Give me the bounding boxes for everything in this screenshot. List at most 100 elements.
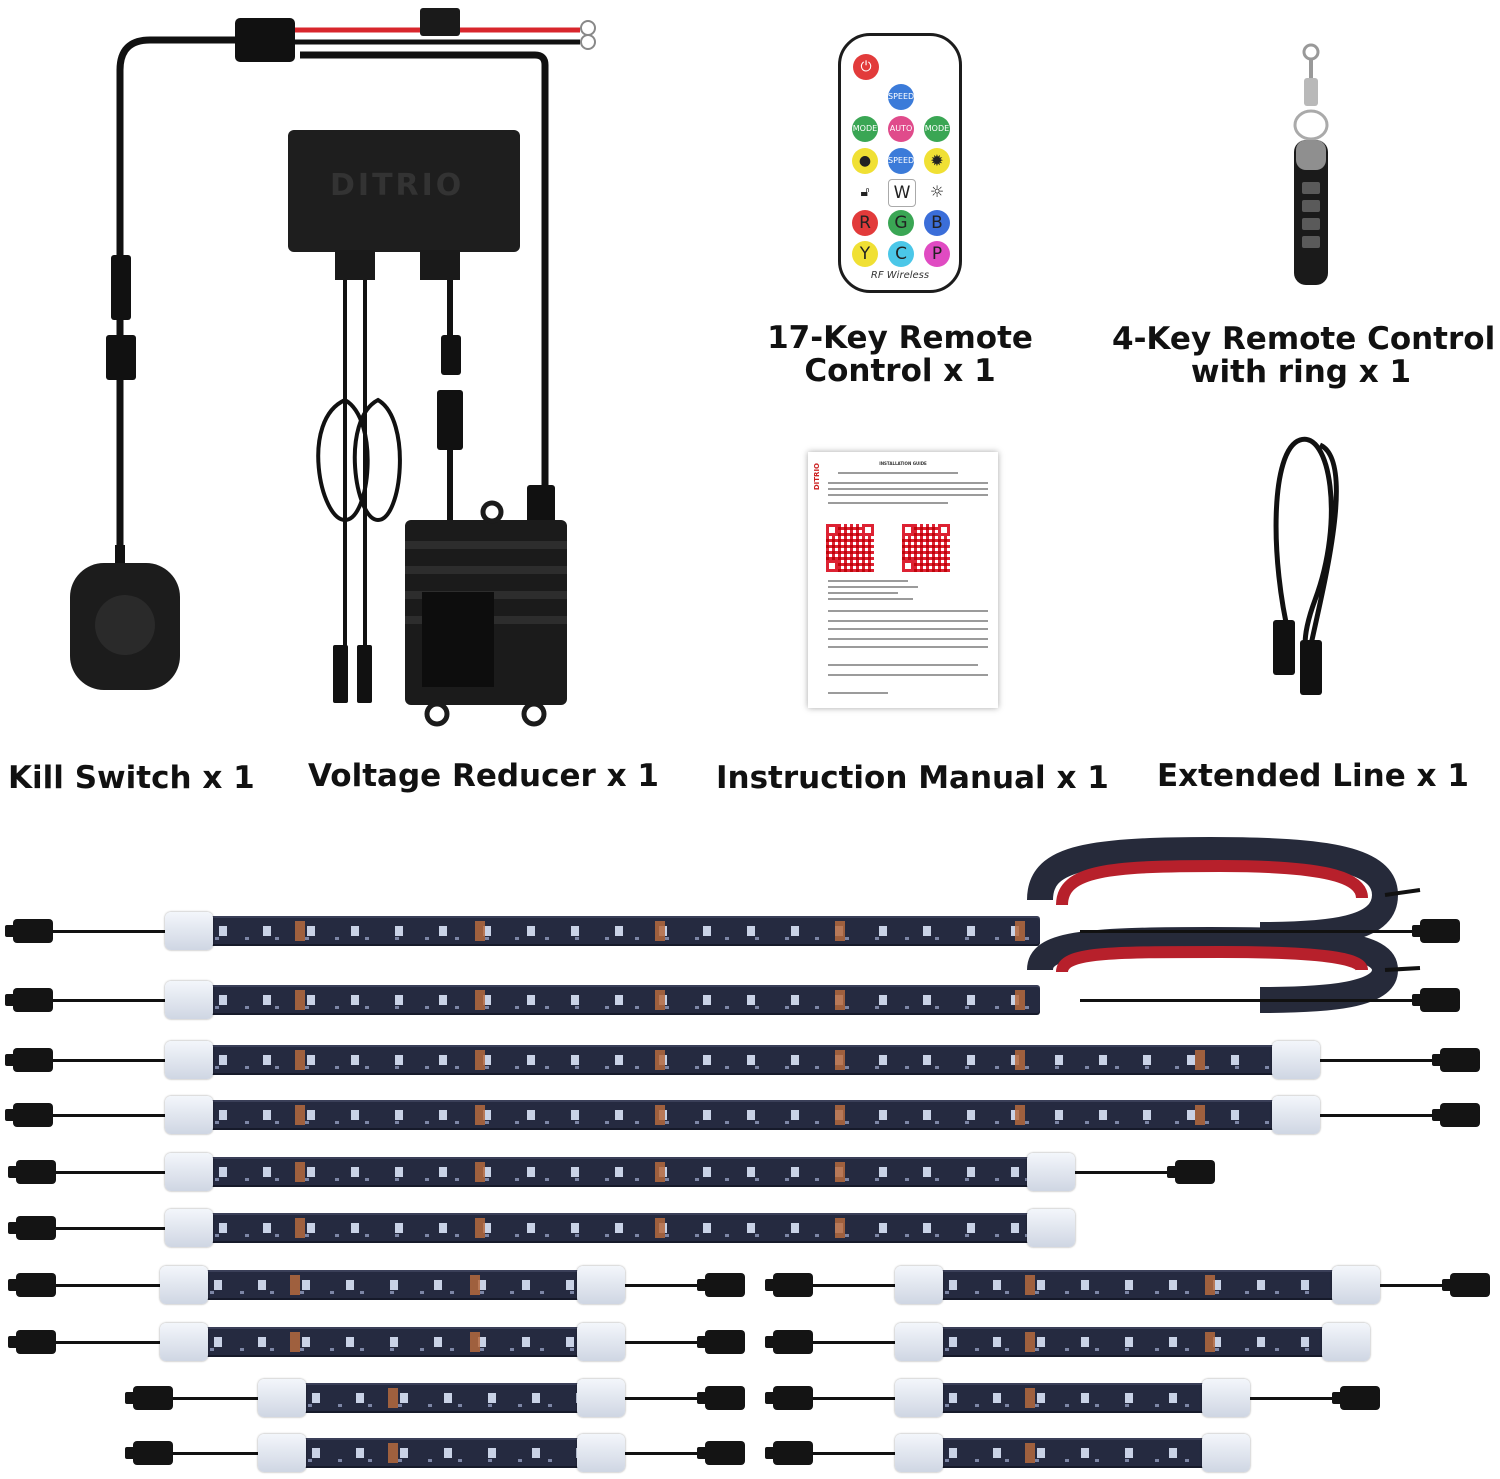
strip-end-cap-right (577, 1379, 625, 1417)
cyan-key: C (888, 241, 914, 267)
led-chip (295, 1105, 305, 1125)
strip-connector-right (1332, 1386, 1380, 1410)
label-voltage-reducer: Voltage Reducer x 1 (308, 758, 659, 794)
strip-wire-right (625, 1341, 705, 1344)
led-chip (835, 1218, 845, 1238)
vhb-tape-label: 3M VHB (1140, 880, 1193, 894)
led-chip (655, 990, 665, 1010)
strip-connector-left (765, 1441, 813, 1465)
strip-wire-left (56, 1341, 160, 1344)
auto-key: AUTO (888, 116, 914, 142)
led-chip (655, 921, 665, 941)
green-key: G (888, 210, 914, 236)
strip-wire-left (813, 1284, 895, 1287)
led-chip (1025, 1275, 1035, 1295)
led-chip (475, 1050, 485, 1070)
led-strip (205, 916, 1040, 946)
strip-wire-right (1380, 1284, 1450, 1287)
label-instruction-manual: Instruction Manual x 1 (716, 760, 1109, 796)
led-strip (935, 1327, 1330, 1357)
led-chip (295, 1162, 305, 1182)
strip-end-cap-left (165, 981, 213, 1019)
strip-connector-left (765, 1273, 813, 1297)
led-chip (295, 990, 305, 1010)
strip-end-cap-right (1272, 1041, 1320, 1079)
strip-wire-left (53, 1114, 165, 1117)
strip-connector-left (8, 1273, 56, 1297)
label-kill-switch: Kill Switch x 1 (8, 760, 255, 796)
led-strip (205, 985, 1040, 1015)
strip-connector-right (697, 1386, 745, 1410)
strip-end-cap-right (1322, 1323, 1370, 1361)
strip-end-cap-left (160, 1323, 208, 1361)
strip-connector-left (765, 1386, 813, 1410)
strip-end-cap-left (258, 1379, 306, 1417)
strip-connector-left (5, 919, 53, 943)
led-chip (655, 1218, 665, 1238)
mode-down-key: MODE − (852, 116, 878, 159)
strip-end-cap-left (165, 1153, 213, 1191)
strip-wire-left (53, 999, 165, 1002)
blue-key: B (924, 210, 950, 236)
strip-connector-right (697, 1330, 745, 1354)
strip-wire-left (56, 1227, 165, 1230)
lock-icon: 🔓︎ (852, 179, 878, 205)
strip-wire-right (1320, 1059, 1440, 1062)
strip-wire-right (1075, 1171, 1175, 1174)
strip-end-cap-left (160, 1266, 208, 1304)
led-chip (1015, 990, 1025, 1010)
strip-end-cap-right (577, 1266, 625, 1304)
strip-end-cap-right (1027, 1209, 1075, 1247)
strip-end-cap-left (895, 1323, 943, 1361)
strip-wire-right (625, 1397, 705, 1400)
led-chip (1205, 1275, 1215, 1295)
led-chip (835, 1162, 845, 1182)
strip-end-cap-right (577, 1323, 625, 1361)
strip-wire-left (56, 1284, 160, 1287)
led-chip (1025, 1443, 1035, 1463)
yellow-key: Y (852, 241, 878, 267)
strip-wire-left (53, 1059, 165, 1062)
strip-connector-left (8, 1216, 56, 1240)
strip-connector-left (5, 988, 53, 1012)
strip-wire-right (1080, 999, 1420, 1002)
strip-wire-left (53, 930, 165, 933)
strip-connector-left (125, 1441, 173, 1465)
led-strip (205, 1045, 1280, 1075)
17-key-remote: ⏻ SPEED + MODE − AUTO MODE + ● SPEED − ✹… (838, 33, 962, 293)
led-chip (470, 1332, 480, 1352)
strip-wire-right (625, 1452, 705, 1455)
strip-connector-right (1167, 1160, 1215, 1184)
purple-key: P (924, 241, 950, 267)
led-strip (935, 1383, 1210, 1413)
led-strip (205, 1100, 1280, 1130)
led-chip (388, 1388, 398, 1408)
led-chip (475, 990, 485, 1010)
led-chip (475, 1105, 485, 1125)
led-strip (200, 1327, 585, 1357)
strip-end-cap-left (895, 1379, 943, 1417)
strip-end-cap-right (1202, 1379, 1250, 1417)
led-strip (200, 1270, 585, 1300)
strip-end-cap-left (258, 1434, 306, 1472)
bright-icon: ✹ (924, 148, 950, 174)
strip-end-cap-right (1027, 1153, 1075, 1191)
strip-end-cap-left (165, 912, 213, 950)
strip-connector-left (5, 1103, 53, 1127)
strip-wire-left (813, 1341, 895, 1344)
led-chip (1205, 1332, 1215, 1352)
instruction-manual: INSTALLATION GUIDE (808, 452, 998, 708)
power-button-icon: ⏻ (853, 54, 879, 80)
strip-end-cap-right (1332, 1266, 1380, 1304)
led-chip (295, 921, 305, 941)
led-chip (475, 921, 485, 941)
dim-icon: ● (852, 148, 878, 174)
strip-wire-left (173, 1397, 258, 1400)
led-chip (835, 921, 845, 941)
strip-wire-left (813, 1397, 895, 1400)
led-chip (835, 990, 845, 1010)
led-chip (1195, 1105, 1205, 1125)
